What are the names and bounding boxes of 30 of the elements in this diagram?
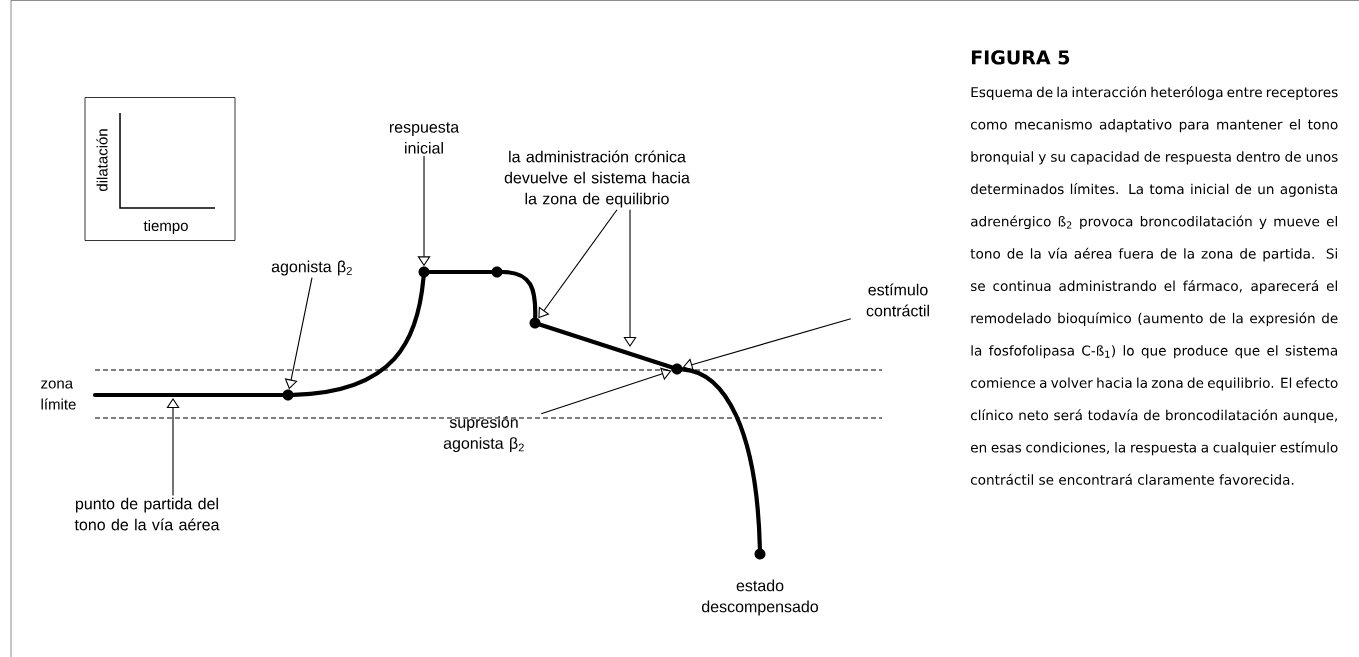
arrow [538,209,618,319]
callout-text: estímulo contráctil [866,283,929,317]
axis-label: dilatación [96,129,108,192]
curve-point [754,548,766,560]
callout-text: respuesta inicial [389,122,460,154]
curve-point [529,317,541,329]
curve-point [671,363,683,375]
arrow [682,318,852,371]
inset-box [84,97,236,241]
curve-segment [427,269,494,275]
axis-label: tiempo [143,220,188,234]
caption-text: Esquema de la interacción heteróloga entre receptores como mecanismo adaptativo para mantener el tono bronquial y su capacidad de respuesta dentro de unos determinados límites. La toma inicial de un agonista adrenérgico ß$_{2}$ provoca broncodilatación y mueve el tono de la vía aérea fuera de la zona de partida. Si se continua administrando el fármaco, aparecerá el remodelado bioquímico (aumento de la expresión de la fosfofolipasa C-ß$_{1}$) lo que produce que el sistema comience a volver hacia la zona de equilibrio. El efecto clínico neto será todavía de broncodilatación aunque, en esas condiciones, la respuesta a cualquier estímulo contráctil se encontrará claramente favorecida. [970,86,1338,485]
arrow [540,367,672,415]
zone-label: zona límite [41,380,76,410]
curve-point [491,266,503,278]
arrow [166,398,180,496]
curve-point [282,389,294,401]
callout-text: la administración crónica devuelve el sistema hacia la zona de equilibrio [504,150,690,208]
callout-text: agonista β$_{2}$ [271,260,352,276]
curve-segment [538,322,674,370]
curve-segment [680,367,762,551]
curve-point [418,266,430,278]
curve-segment [291,275,426,397]
point-label: estado descompensado [702,579,818,616]
callout-text: supresión agonista β$_{2}$ [443,415,524,453]
figure-title: FIGURA 5 [971,50,1070,65]
curve-segment [92,392,285,398]
callout-text: punto de partida del tono de la vía aérea [74,497,220,531]
arrow [623,209,637,347]
curve-segment [500,269,538,320]
